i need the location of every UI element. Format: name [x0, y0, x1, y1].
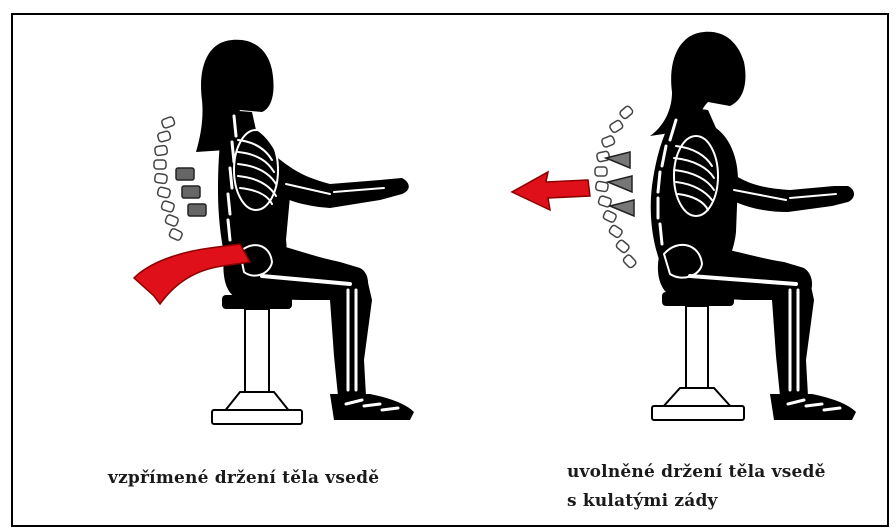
- left-shin: [330, 274, 372, 396]
- caption-slouched-posture-detail: s kulatými zády: [567, 491, 718, 511]
- right-pressure-wedges: [606, 152, 634, 216]
- upright-figure: [134, 40, 414, 424]
- right-foot: [770, 394, 856, 420]
- right-stool: [652, 292, 744, 420]
- left-stool: [212, 295, 302, 424]
- caption-slouched-posture: uvolněné držení těla vsedě: [567, 462, 826, 482]
- slouched-figure: [512, 32, 856, 420]
- caption-upright-posture: vzpřímené držení těla vsedě: [108, 468, 379, 488]
- left-foot: [330, 394, 414, 420]
- right-shin: [772, 272, 814, 396]
- right-red-arrow: [512, 172, 590, 210]
- left-disc-blocks: [176, 168, 206, 216]
